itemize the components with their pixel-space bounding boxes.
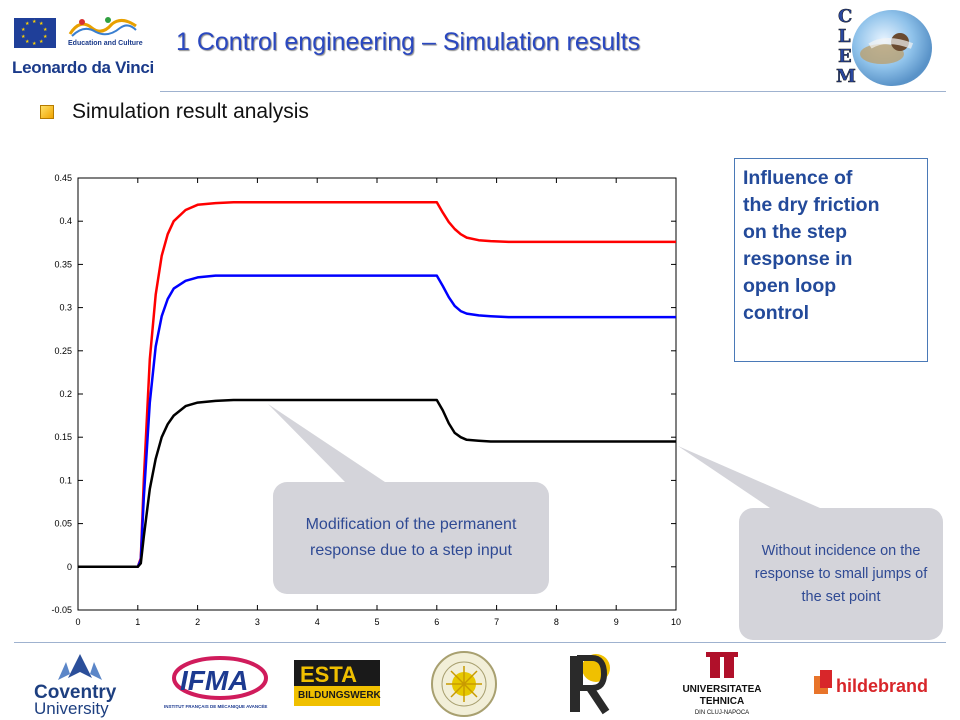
ifma-sub: INSTITUT FRANÇAIS DE MÉCANIQUE AVANCÉE <box>164 702 267 709</box>
y-tick-label: 0.45 <box>54 173 72 183</box>
info-line: control <box>743 302 810 324</box>
leonardo-da-vinci-logo: ★★ ★★ ★★ ★★ ★★ Education and Culture Leo… <box>10 12 154 80</box>
clem-letter-m: M <box>836 66 856 87</box>
info-line: Influence of <box>743 167 853 189</box>
coventry-sub: University <box>34 699 109 718</box>
info-line: open loop <box>743 275 837 297</box>
x-tick-label: 5 <box>374 617 379 627</box>
info-line: the dry friction <box>743 194 880 216</box>
y-tick-label: 0.15 <box>54 432 72 442</box>
clem-letter-c: C <box>838 6 852 27</box>
clem-letter-e: E <box>838 46 852 67</box>
coventry-university-logo: Coventry University <box>34 654 117 718</box>
partner-logos: Coventry University IFMA INSTITUT FRANÇA… <box>0 648 960 720</box>
info-line: response in <box>743 248 853 270</box>
programme-label: Leonardo da Vinci <box>12 58 154 77</box>
friction-info-box: Influence of the dry friction on the ste… <box>734 158 928 362</box>
x-tick-label: 6 <box>434 617 439 627</box>
y-tick-label: 0.3 <box>59 303 72 313</box>
partner-emblem-logo <box>570 654 610 715</box>
utc-line3: DIN CLUJ-NAPOCA <box>695 710 749 716</box>
hildebrand-logo: hildebrand <box>814 670 928 696</box>
clem-logo: C L E M <box>836 6 932 87</box>
y-tick-label: 0.35 <box>54 259 72 269</box>
eu-flag-icon: ★★ ★★ ★★ ★★ ★★ <box>14 18 56 48</box>
callout-pointer-setpoint <box>678 446 820 508</box>
hildebrand-name: hildebrand <box>836 676 928 696</box>
bullet-icon <box>40 105 54 119</box>
y-tick-label: 0 <box>67 562 72 572</box>
ifma-name: IFMA <box>180 665 248 696</box>
x-tick-label: 8 <box>554 617 559 627</box>
x-tick-label: 7 <box>494 617 499 627</box>
y-tick-label: 0.05 <box>54 519 72 529</box>
x-tick-label: 1 <box>135 617 140 627</box>
education-culture-label: Education and Culture <box>68 40 143 47</box>
utcn-logo: UNIVERSITATEA TEHNICA DIN CLUJ-NAPOCA <box>682 652 762 716</box>
note-permanent-response: Modification of the permanent response d… <box>273 482 549 594</box>
y-tick-label: 0.25 <box>54 346 72 356</box>
footer-divider <box>14 642 946 643</box>
x-tick-label: 3 <box>255 617 260 627</box>
page-title: 1 Control engineering – Simulation resul… <box>176 28 641 56</box>
y-tick-label: 0.2 <box>59 389 72 399</box>
esta-name: ESTA <box>300 662 357 687</box>
x-tick-label: 0 <box>75 617 80 627</box>
university-seal-logo <box>431 651 497 717</box>
education-culture-swoosh-icon <box>68 17 137 37</box>
note-set-point: Without incidence on the response to sma… <box>739 508 943 640</box>
x-tick-label: 10 <box>671 617 681 627</box>
series-line-1 <box>78 274 676 569</box>
x-tick-label: 9 <box>614 617 619 627</box>
esta-logo: ESTA BILDUNGSWERK <box>294 660 382 706</box>
series-line-0 <box>78 200 676 569</box>
series-line-2 <box>78 398 676 569</box>
y-tick-label: -0.05 <box>51 605 72 615</box>
x-tick-label: 4 <box>315 617 320 627</box>
y-tick-label: 0.4 <box>59 216 72 226</box>
coventry-name: Coventry <box>34 682 117 703</box>
info-line: on the step <box>743 221 848 243</box>
esta-sub: BILDUNGSWERK <box>298 690 382 701</box>
x-tick-label: 2 <box>195 617 200 627</box>
utc-line2: TEHNICA <box>700 696 744 707</box>
section-heading: Simulation result analysis <box>72 100 309 123</box>
y-tick-label: 0.1 <box>59 475 72 485</box>
utc-line1: UNIVERSITATEA <box>682 684 761 695</box>
clem-letter-l: L <box>838 26 851 47</box>
ifma-logo: IFMA INSTITUT FRANÇAIS DE MÉCANIQUE AVAN… <box>164 656 268 709</box>
header-divider <box>160 91 946 92</box>
